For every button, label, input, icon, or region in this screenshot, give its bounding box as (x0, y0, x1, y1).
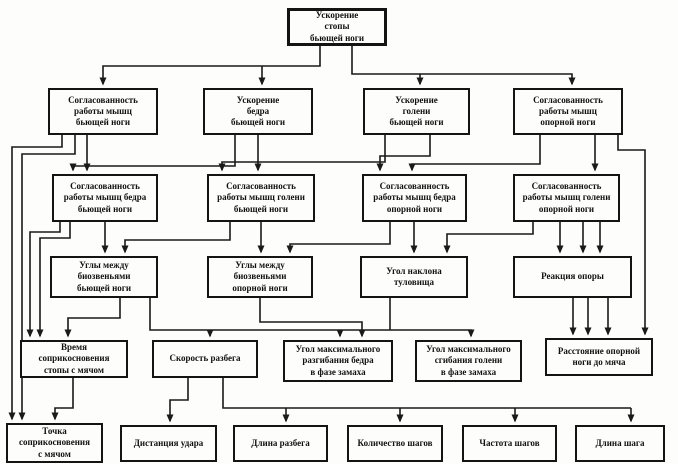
node-kicking-leg-angles: Углы между биозвеньями бьющей ноги (50, 256, 158, 298)
node-contact-point: Точка соприкосновения с мячом (6, 423, 103, 463)
node-torso-angle: Угол наклона туловища (360, 256, 468, 298)
connector (166, 378, 189, 423)
connector (443, 222, 534, 254)
connector (69, 135, 236, 172)
node-foot-acceleration: Ускорение стопы бьющей ноги (287, 8, 387, 46)
node-step-length: Длина шага (575, 425, 665, 462)
connector (36, 222, 71, 338)
connector (222, 378, 631, 409)
node-shin-flexion-angle: Угол максимального сгибания голени в фаз… (415, 340, 522, 382)
node-hip-acceleration: Ускорение бедра бьющей ноги (203, 88, 313, 135)
connector (51, 378, 74, 421)
node-support-leg-angles: Углы между биозвеньями опорной ноги (207, 256, 313, 298)
node-strike-distance: Дистанция удара (120, 425, 217, 462)
connector (18, 135, 76, 421)
connector (99, 46, 321, 86)
node-shin-acceleration: Ускорение голени бьющей ноги (363, 88, 470, 135)
connector (259, 298, 366, 338)
node-step-frequency: Частота шагов (462, 425, 557, 462)
node-runup-speed: Скорость разбега (152, 340, 258, 378)
connector (351, 46, 576, 86)
node-contact-time: Время соприкосновения стопы с мячом (20, 340, 128, 378)
connector (121, 222, 231, 254)
node-runup-length: Длина разбега (233, 425, 328, 462)
node-kicking-hip-muscles-coordination: Согласованность работы мышц бедра бьющей… (52, 174, 158, 222)
connector (149, 298, 475, 338)
connector (64, 298, 121, 338)
node-support-reaction: Реакция опоры (513, 256, 632, 298)
connector (8, 135, 63, 421)
connector (286, 222, 391, 254)
node-support-shin-muscles-coordination: Согласованность работы мышц голени опорн… (513, 174, 620, 222)
node-kicking-shin-muscles-coordination: Согласованность работы мышц голени бьюще… (207, 174, 315, 222)
node-step-count: Количество шагов (347, 425, 443, 462)
connector (218, 135, 386, 172)
node-support-leg-muscles-coordination: Согласованность работы мышц опорной ноги (513, 88, 623, 135)
connector (408, 135, 541, 172)
node-support-hip-muscles-coordination: Согласованность работы мышц бедра опорно… (362, 174, 467, 222)
connector (376, 135, 431, 172)
connector (26, 222, 61, 338)
connector (617, 135, 649, 336)
node-support-foot-distance: Расстояние опорной ноги до мяча (545, 338, 653, 376)
node-kicking-leg-muscles-coordination: Согласованность работы мышц бьющей ноги (48, 88, 158, 135)
node-hip-extension-angle: Угол максимального разгибания бедра в фа… (283, 340, 393, 382)
